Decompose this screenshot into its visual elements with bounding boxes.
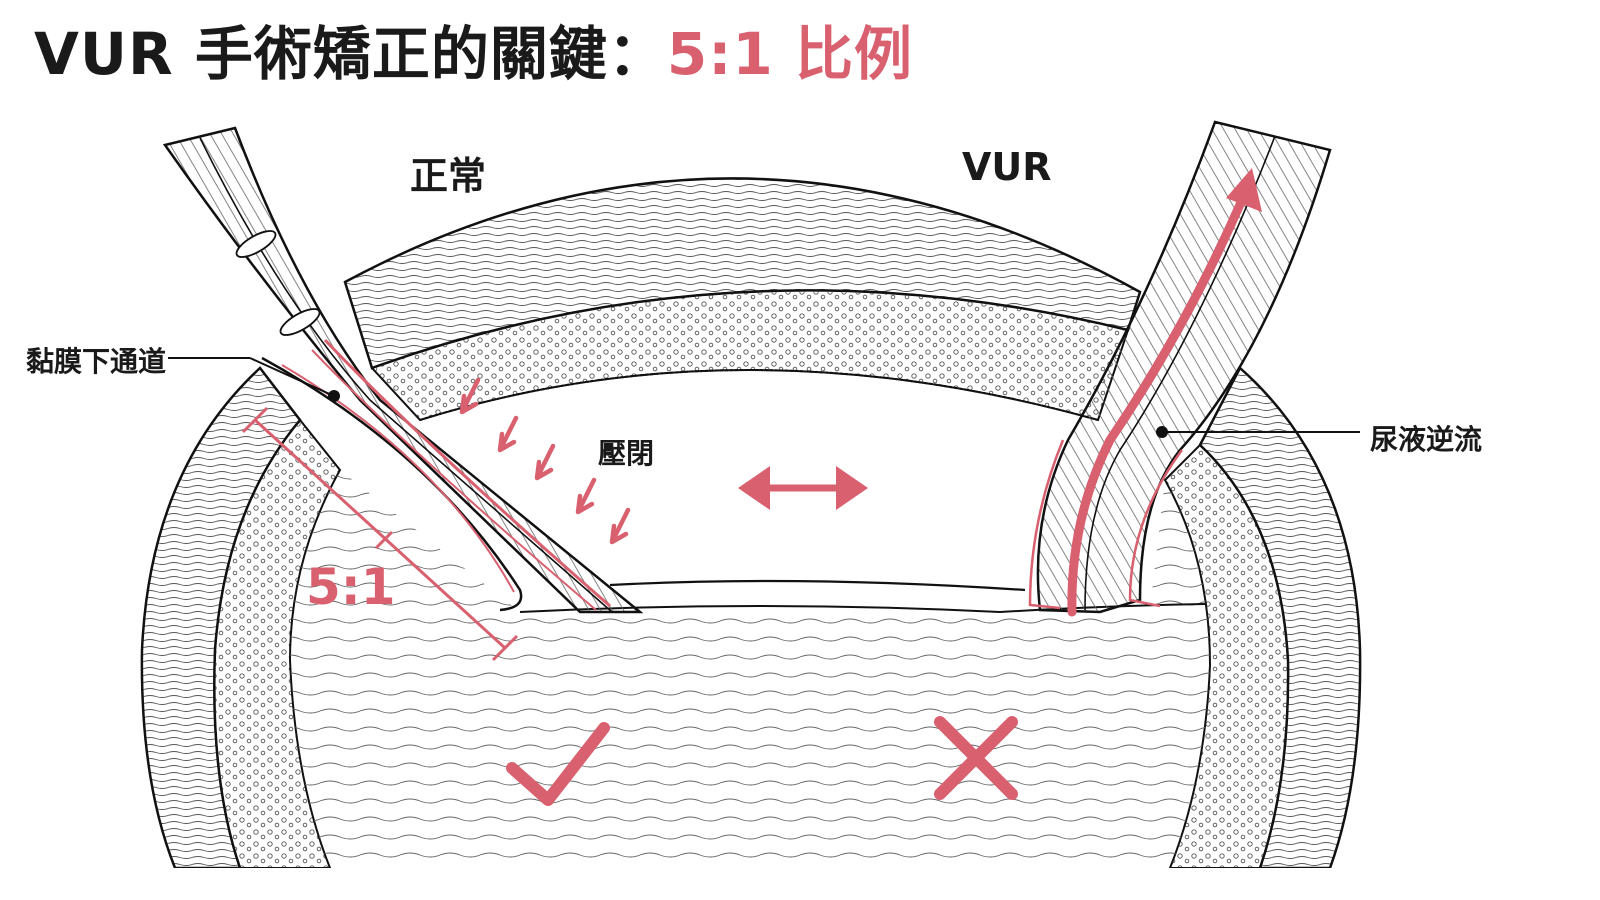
leader-lines [168,357,1360,438]
up-arrow-icon [1067,168,1262,617]
vur-ureter [1028,120,1332,614]
title-main: VUR 手術矯正的關鍵： [34,20,667,88]
ratio-scale-bar [241,406,519,662]
label-submucosal-tunnel: 黏膜下通道 [26,345,167,378]
label-vur: VUR [962,145,1052,189]
label-normal: 正常 [410,154,487,198]
label-ratio: 5:1 [306,558,396,616]
double-arrow-icon [738,466,868,510]
bladder-outer-wall [140,366,1362,868]
label-compression: 壓閉 [598,437,655,470]
title-highlight: 5:1 比例 [666,20,913,88]
label-reflux: 尿液逆流 [1370,423,1483,456]
bladder-dome-wall [343,177,1142,422]
check-icon [506,722,610,806]
compression-arrows [459,377,631,545]
page-title: VUR 手術矯正的關鍵：5:1 比例 [34,20,913,90]
cross-icon [934,716,1018,800]
